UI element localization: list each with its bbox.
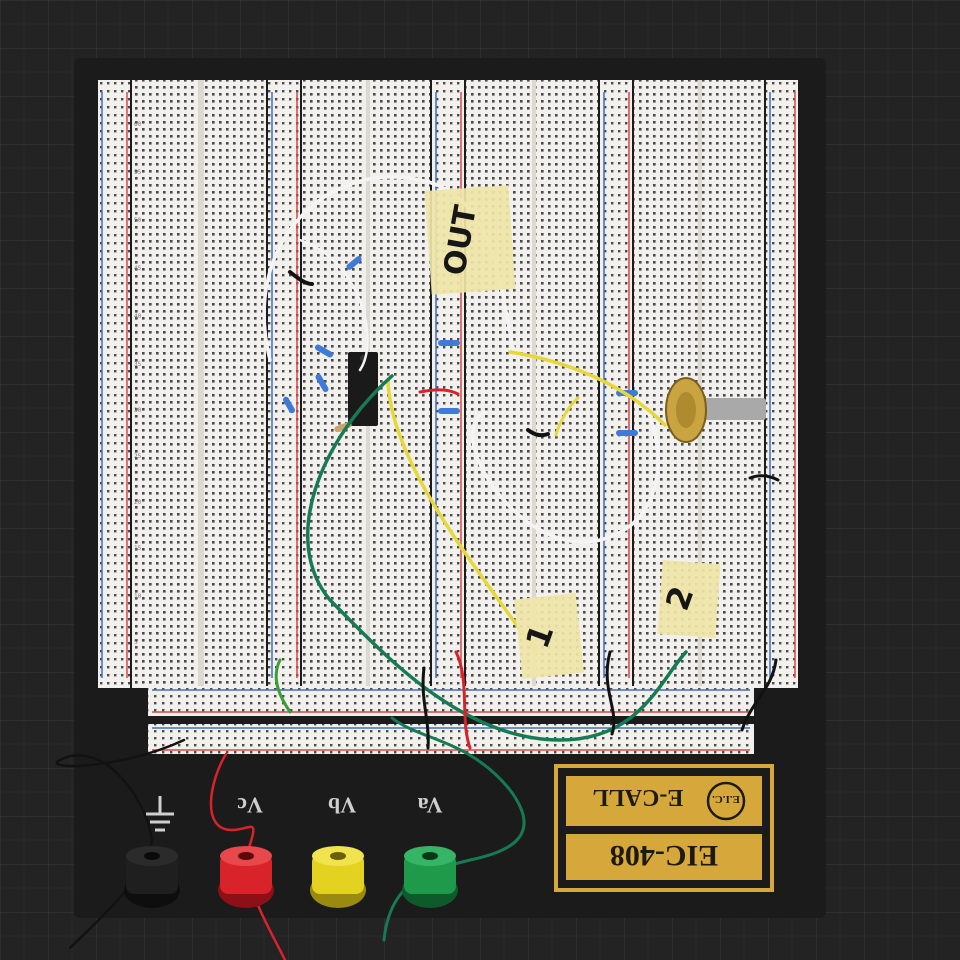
ground-binding-post[interactable] (124, 846, 180, 908)
yellow-wire (508, 350, 667, 427)
row-label: 50 (134, 217, 142, 224)
power-rail (600, 80, 632, 688)
black-wire (526, 428, 550, 438)
white-wire (470, 398, 660, 544)
terminal-strip (536, 80, 598, 688)
row-label: 20 (134, 499, 142, 506)
yellow-wire (554, 396, 580, 437)
row-label: 55 (134, 169, 142, 176)
power-rail (432, 80, 464, 688)
vc-binding-post[interactable] (218, 846, 274, 908)
resistor (616, 430, 638, 436)
terminal-strip (132, 80, 198, 688)
resistor (346, 256, 362, 270)
white-wire (298, 238, 369, 372)
resistor (438, 408, 460, 414)
black-wire (605, 650, 616, 736)
resistor (314, 344, 334, 358)
tape-label-2: 2 (657, 560, 721, 638)
row-label: 30 (134, 407, 142, 414)
row-label: 60 (134, 121, 142, 128)
row-label: 10 (134, 593, 142, 600)
terminal-strip (466, 80, 532, 688)
terminal-labels: Vc Vb Va (146, 793, 443, 832)
va-binding-post[interactable] (402, 846, 458, 908)
red-wire (454, 650, 472, 750)
plate-model: EIC-408 (610, 839, 718, 872)
terminal-strip (370, 80, 430, 688)
resistor (315, 373, 329, 393)
red-wire (418, 388, 460, 396)
black-wire (421, 666, 430, 750)
row-label: 45 (134, 265, 142, 272)
green-wire (306, 374, 688, 742)
power-rail (766, 80, 798, 688)
row-label: 15 (134, 545, 142, 552)
terminal-label-vb: Vb (328, 793, 356, 818)
resistor (283, 396, 295, 414)
vb-binding-post[interactable] (310, 846, 366, 908)
black-wire (748, 474, 780, 482)
row-label: 25 (134, 453, 142, 460)
power-rail (268, 80, 300, 688)
power-rail (98, 80, 130, 688)
bottom-power-bus (148, 686, 754, 754)
tape-label-out: OUT (424, 185, 516, 295)
resistor (438, 340, 460, 346)
plate-maker: E.I.C. (712, 793, 740, 805)
row-label: 5 (134, 639, 138, 646)
terminal-strip (204, 80, 266, 688)
row-labels: 60 55 50 45 40 35 30 25 20 15 10 5 (134, 121, 142, 646)
binding-posts (124, 846, 458, 908)
black-wire (288, 270, 314, 286)
black-wire (740, 658, 778, 732)
red-wire (209, 752, 287, 960)
row-label: 35 (134, 361, 142, 368)
manufacturer-plate: EIC-408 E.I.C. E-CALL (554, 764, 774, 892)
yellow-wire (386, 378, 537, 652)
potentiometer (665, 377, 766, 443)
terminal-label-va: Va (418, 793, 443, 818)
ground-symbol-icon (146, 796, 174, 832)
green-wire (274, 658, 292, 714)
tape-label-1: 1 (513, 592, 585, 680)
plate-brand: E-CALL (593, 784, 684, 810)
terminal-label-vc: Vc (237, 793, 263, 818)
row-label: 40 (134, 313, 142, 320)
